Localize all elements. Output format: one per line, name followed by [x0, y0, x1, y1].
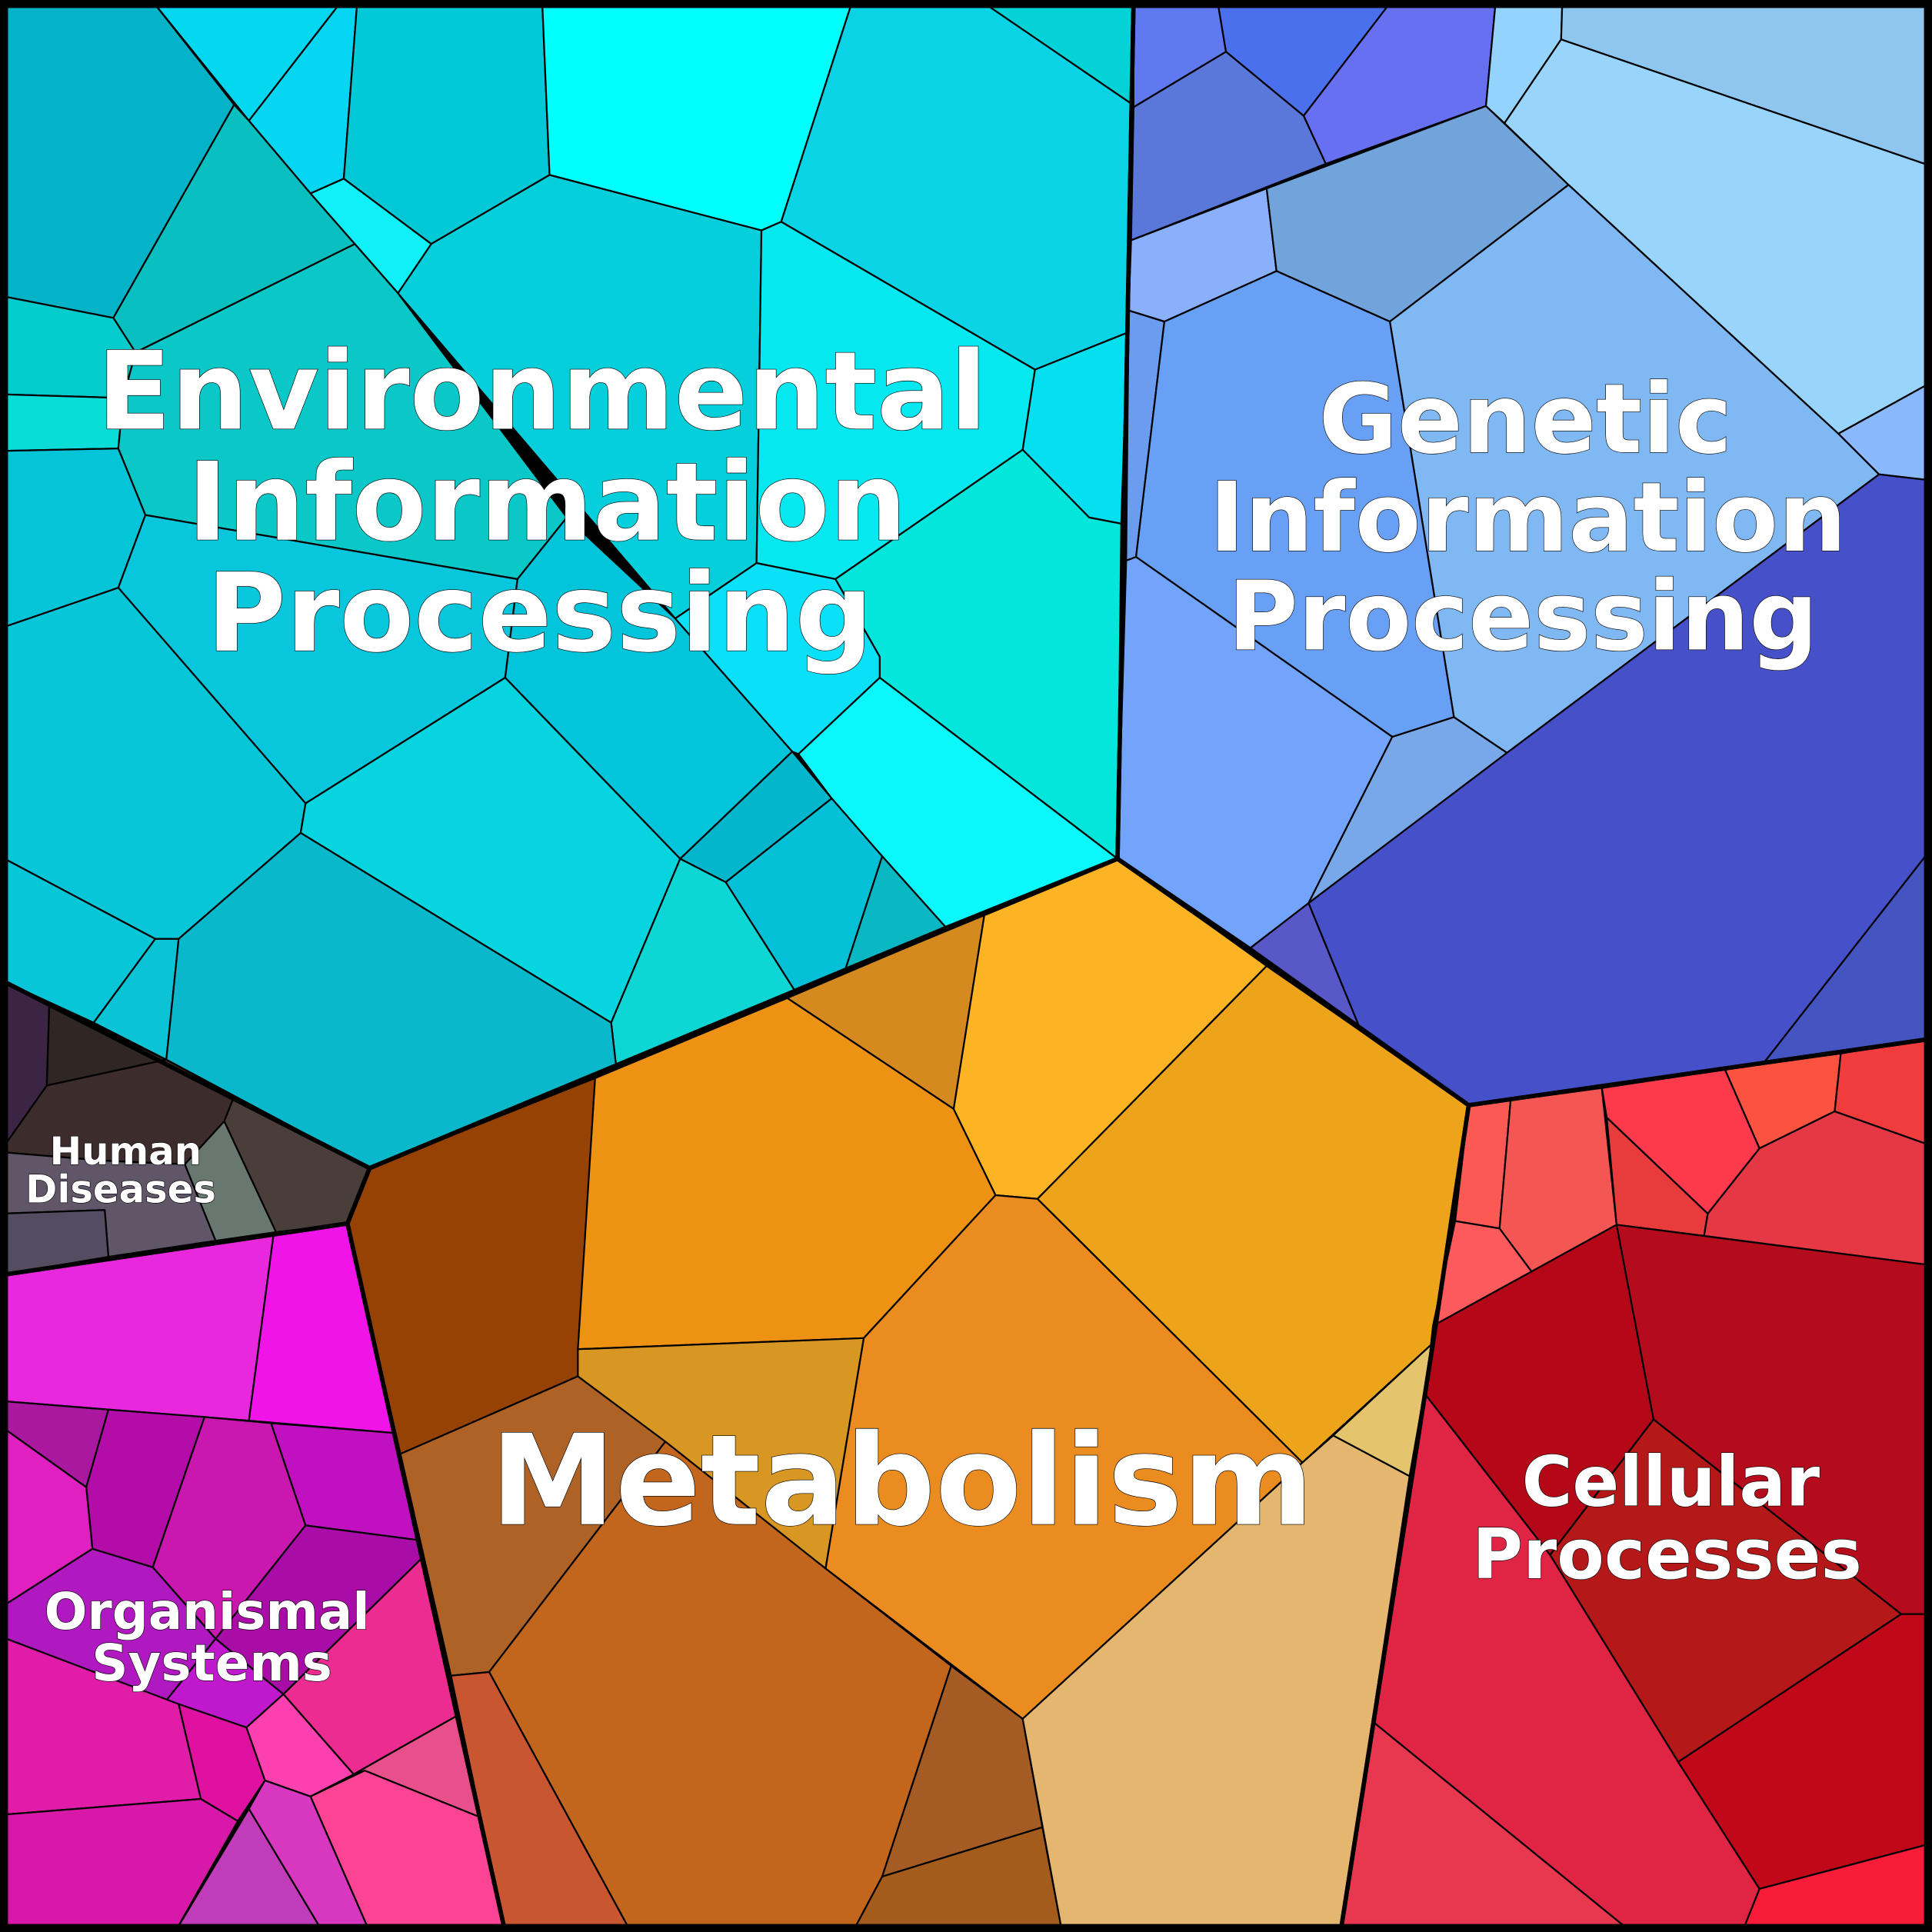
label-line: Human [50, 1129, 202, 1174]
label-environmental: Environmental Information Processing [97, 328, 988, 678]
label-line: Environmental [97, 329, 987, 455]
label-line: Information [188, 440, 907, 566]
treemap-cell [1560, 0, 1932, 168]
treemap-cell [1741, 1842, 1932, 1932]
label-line: Diseases [25, 1168, 216, 1212]
label-line: Processing [1227, 561, 1818, 672]
label-organismal: Organismal Systems [44, 1582, 370, 1694]
treemap-cell [248, 1779, 371, 1932]
treemap-cell [1302, 0, 1497, 165]
region-organismal [0, 1221, 508, 1932]
label-human-diseases: Human Diseases [25, 1128, 216, 1212]
label-line: Systems [92, 1634, 332, 1693]
treemap-cell [851, 1826, 1064, 1932]
treemap-cell [1703, 1110, 1932, 1267]
label-line: Cellular [1522, 1443, 1820, 1523]
label-line: Processing [207, 551, 873, 677]
treemap-cell [0, 1797, 239, 1932]
label-metabolism: Metabolism [490, 1407, 1314, 1554]
label-line: Information [1209, 462, 1847, 574]
label-line: Metabolism [490, 1407, 1314, 1554]
region-cellular [1338, 1036, 1932, 1932]
label-genetic: Genetic Information Processing [1208, 363, 1847, 673]
treemap-cell [0, 1209, 110, 1277]
label-line: Processes [1472, 1515, 1862, 1595]
treemap-cell [178, 1703, 266, 1822]
treemap-cell [1677, 1613, 1932, 1890]
label-line: Genetic [1319, 364, 1733, 475]
label-line: Organismal [45, 1583, 370, 1641]
label-cellular: Cellular Processes [1472, 1442, 1863, 1596]
